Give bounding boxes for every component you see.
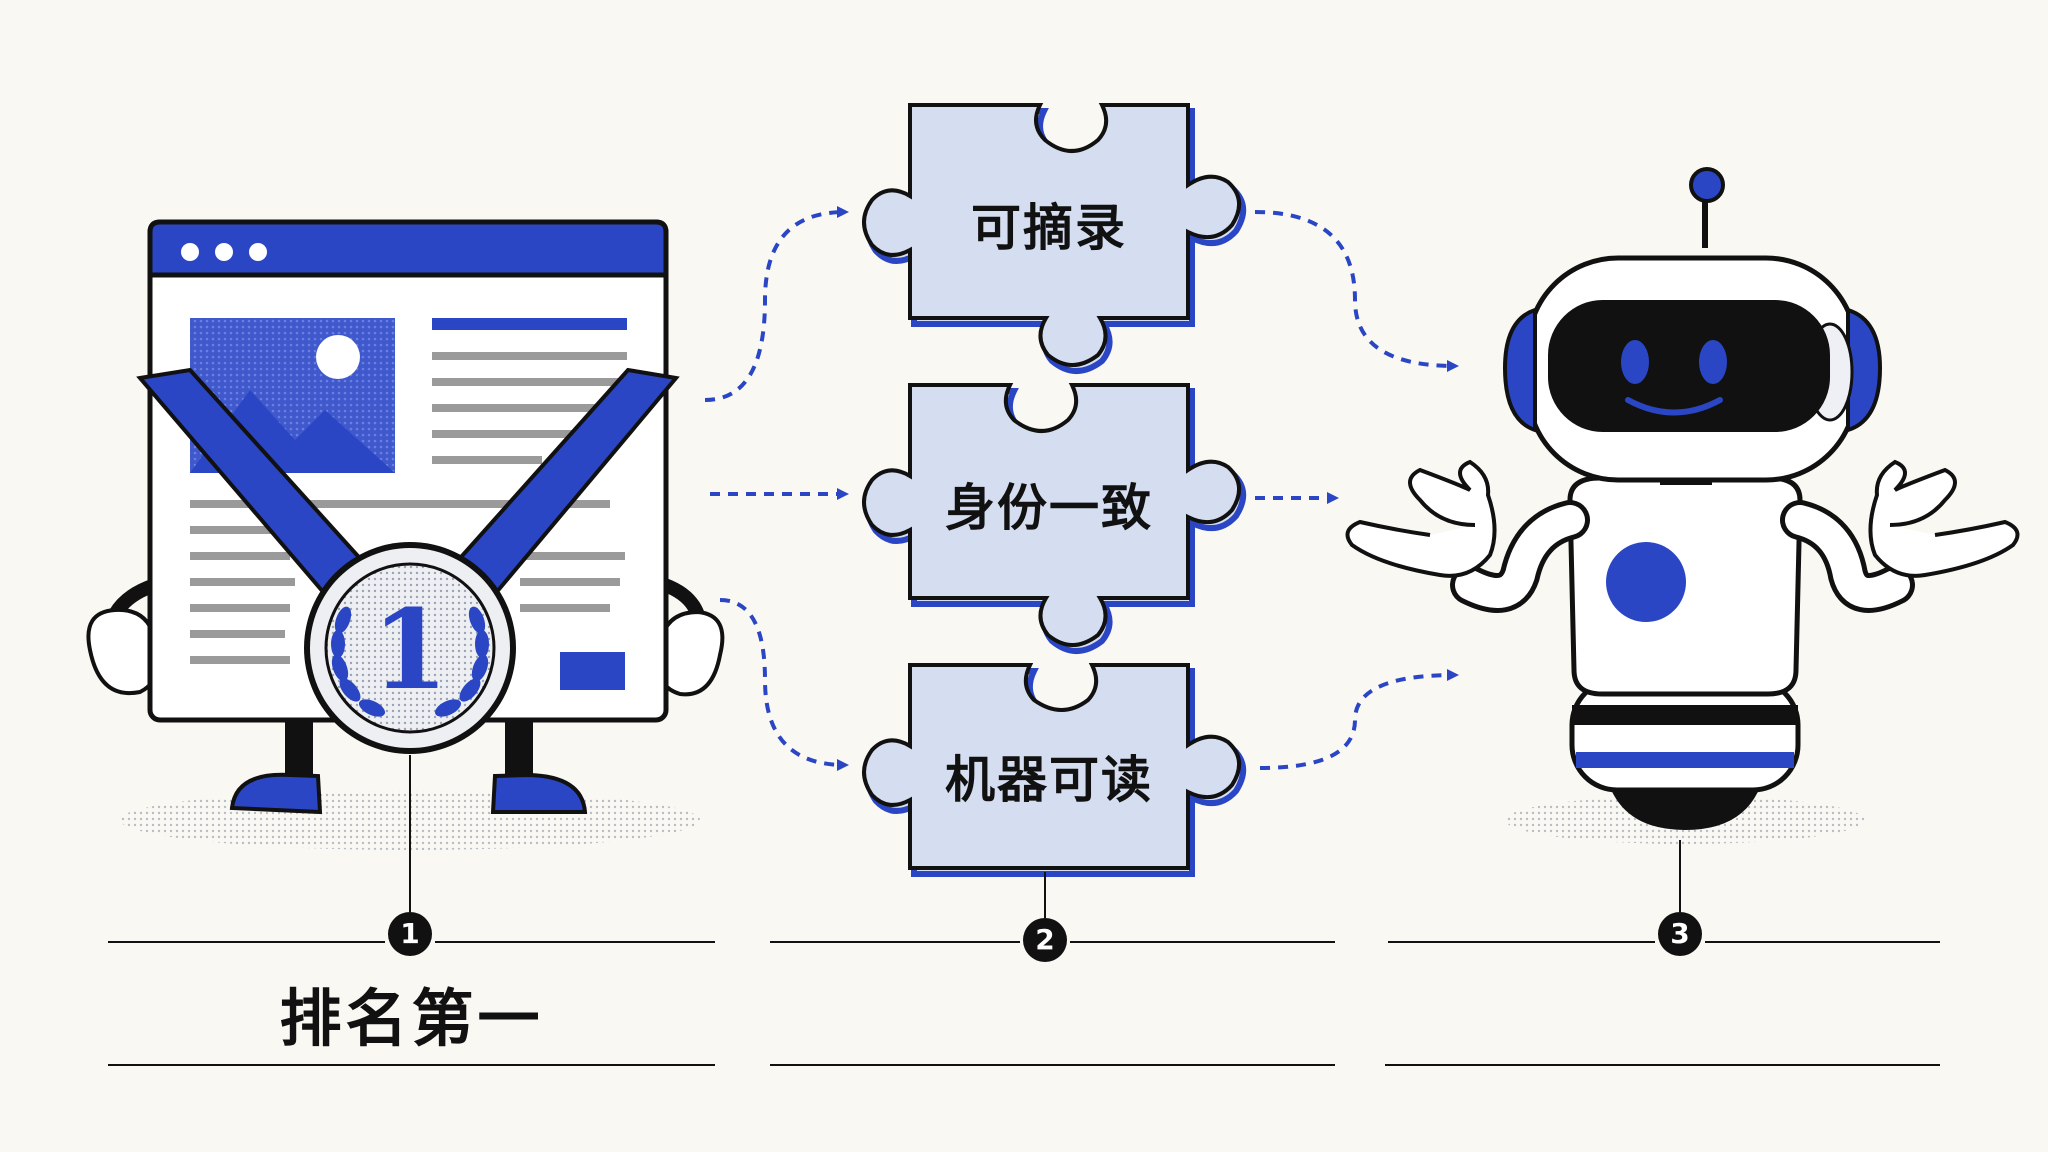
arrow-to-piece-1 bbox=[704, 206, 849, 402]
puzzle-pieces bbox=[862, 103, 1246, 877]
step-marker-1: 1 bbox=[388, 912, 432, 956]
puzzle-piece-icon bbox=[862, 103, 1246, 374]
medal-icon: 1 bbox=[304, 542, 516, 754]
puzzle-piece-icon bbox=[862, 383, 1246, 654]
arrows-right bbox=[1254, 210, 1459, 770]
arrow-to-piece-3 bbox=[719, 598, 849, 771]
step-marker-3: 3 bbox=[1658, 912, 1702, 956]
image-placeholder-icon bbox=[190, 318, 395, 473]
piece-label-1: 可摘录 bbox=[971, 199, 1127, 257]
mascot-left-shoe bbox=[229, 772, 323, 815]
arrow-from-piece-3 bbox=[1259, 669, 1459, 770]
mascot-right-shoe bbox=[490, 772, 588, 814]
robot-head bbox=[1502, 255, 1883, 483]
arrows-left bbox=[704, 206, 849, 771]
robot-antenna-tip bbox=[1689, 167, 1725, 203]
piece-label-3: 机器可读 bbox=[945, 751, 1153, 809]
webpage-icon bbox=[147, 219, 669, 723]
robot-left-arm bbox=[1345, 459, 1590, 613]
laurel-icon bbox=[331, 606, 489, 717]
caption-rules bbox=[108, 941, 1940, 1066]
robot-icon bbox=[1345, 167, 2020, 844]
step-caption-1: 排名第一 bbox=[279, 982, 544, 1055]
robot-right-arm bbox=[1780, 459, 2020, 613]
medal-number: 1 bbox=[372, 585, 449, 714]
webpage-mascot: 1 bbox=[86, 219, 725, 850]
puzzle-piece-icon bbox=[862, 663, 1246, 877]
step-marker-2: 2 bbox=[1023, 918, 1067, 962]
leader-lines bbox=[409, 755, 1681, 918]
mascot-left-glove bbox=[86, 607, 160, 696]
arrow-from-piece-1 bbox=[1254, 210, 1459, 372]
robot-chest-light bbox=[1606, 542, 1686, 622]
piece-label-2: 身份一致 bbox=[945, 479, 1153, 537]
